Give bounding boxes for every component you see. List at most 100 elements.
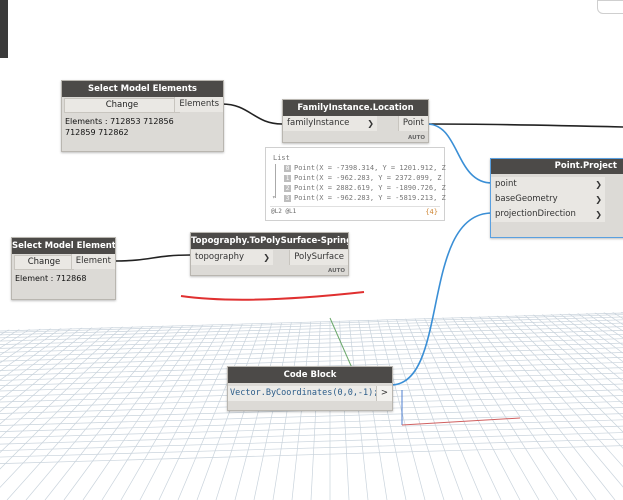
wire-codeblock-to-projection xyxy=(390,212,493,386)
grid-line xyxy=(0,314,623,333)
node-title: Select Model Element xyxy=(12,238,115,254)
grid-line xyxy=(0,312,151,500)
left-panel-tab[interactable] xyxy=(0,0,8,58)
change-button[interactable]: Change xyxy=(64,98,180,113)
grid-line xyxy=(410,312,502,500)
grid-line xyxy=(0,419,623,439)
grid-line xyxy=(527,312,623,500)
grid-line xyxy=(120,312,232,500)
grid-line xyxy=(419,312,521,500)
grid-line xyxy=(0,312,97,500)
grid-line xyxy=(0,312,160,500)
preview-count: {4} xyxy=(425,208,438,216)
chevron-right-icon: ❯ xyxy=(595,195,602,204)
grid-line xyxy=(0,312,106,500)
grid-line xyxy=(0,312,79,500)
point-output-port[interactable]: Point xyxy=(397,116,428,131)
wire-point-to-project xyxy=(426,123,493,184)
grid-line xyxy=(455,312,597,500)
grid-line xyxy=(0,342,623,362)
grid-line xyxy=(0,316,623,336)
annotation-red-stroke xyxy=(180,291,365,301)
chevron-right-icon: ❯ xyxy=(367,119,374,128)
grid-line xyxy=(0,312,142,500)
grid-line xyxy=(0,312,115,500)
selected-element-value: Element : 712868 xyxy=(15,274,87,283)
grid-line xyxy=(491,312,623,500)
grid-line xyxy=(536,312,623,500)
grid-line xyxy=(177,312,259,500)
preview-levels: @L2 @L1 xyxy=(271,208,297,215)
input-label: point xyxy=(495,179,517,189)
elements-output-port[interactable]: Elements xyxy=(174,97,223,112)
node-select-model-element[interactable]: Select Model Element Change Element Elem… xyxy=(11,237,116,300)
node-familyinstance-location[interactable]: FamilyInstance.Location familyInstance ❯… xyxy=(282,99,429,143)
node-topography-topolysurface[interactable]: Topography.ToPolySurface-SpringNodes top… xyxy=(190,232,349,276)
grid-line xyxy=(101,312,223,500)
grid-line xyxy=(0,432,623,451)
grid-line xyxy=(500,312,623,500)
grid-line xyxy=(545,312,623,500)
grid-line xyxy=(464,312,616,500)
grid-line xyxy=(0,352,623,371)
chevron-right-icon: ❯ xyxy=(595,210,602,219)
familyinstance-input-port[interactable]: familyInstance ❯ xyxy=(283,116,377,131)
node-title: Code Block xyxy=(228,367,392,383)
code-editor[interactable]: Vector.ByCoordinates(0,0,-1); xyxy=(230,388,379,398)
grid-line xyxy=(392,312,464,500)
preview-separator xyxy=(270,206,440,207)
projectiondirection-input-port[interactable]: projectionDirection ❯ xyxy=(491,207,605,222)
preview-list-header: List xyxy=(273,154,290,162)
change-button[interactable]: Change xyxy=(14,255,74,270)
grid-line xyxy=(158,312,250,500)
point-input-port[interactable]: point ❯ xyxy=(491,177,605,192)
grid-line xyxy=(0,312,133,500)
grid-line xyxy=(6,312,178,500)
polysurface-output-port[interactable]: PolySurface xyxy=(289,250,348,265)
grid-line xyxy=(563,312,623,500)
node-select-model-elements[interactable]: Select Model Elements Change Elements El… xyxy=(61,80,224,152)
grid-line xyxy=(482,312,623,500)
input-label: projectionDirection xyxy=(495,209,576,219)
grid-line xyxy=(437,312,559,500)
window-control[interactable] xyxy=(597,0,623,14)
node-point-project[interactable]: Point.Project point ❯ baseGeometry ❯ pro… xyxy=(490,158,623,238)
grid-line xyxy=(518,312,623,500)
grid-line xyxy=(0,425,623,445)
wire-point-to-right xyxy=(426,123,623,128)
grid-line xyxy=(0,413,623,432)
chevron-right-icon: ❯ xyxy=(595,180,602,189)
input-label: baseGeometry xyxy=(495,194,558,204)
grid-line xyxy=(572,312,623,500)
node-title: FamilyInstance.Location xyxy=(283,100,428,116)
wire-element-to-topography xyxy=(114,254,191,262)
grid-line xyxy=(374,312,426,500)
chevron-right-icon: ❯ xyxy=(263,253,270,262)
node-title: Topography.ToPolySurface-SpringNodes xyxy=(191,233,348,249)
grid-line xyxy=(139,312,241,500)
grid-line xyxy=(25,312,187,500)
grid-line xyxy=(401,312,483,500)
selected-elements-value: Elements : 712853 712856 712859 712862 xyxy=(65,117,174,137)
basegeometry-input-port[interactable]: baseGeometry ❯ xyxy=(491,192,605,207)
node-code-block[interactable]: Code Block Vector.ByCoordinates(0,0,-1);… xyxy=(227,366,393,411)
grid-line xyxy=(383,312,445,500)
element-output-port[interactable]: Element xyxy=(70,254,115,269)
grid-line xyxy=(0,312,70,500)
grid-line xyxy=(554,312,623,500)
grid-line xyxy=(63,312,205,500)
grid-line xyxy=(0,445,623,464)
topography-input-port[interactable]: topography ❯ xyxy=(191,250,273,265)
code-output-port[interactable]: > xyxy=(375,386,392,401)
grid-line xyxy=(0,319,623,339)
lacing-label: AUTO xyxy=(328,268,345,274)
node-title: Point.Project xyxy=(491,159,623,174)
grid-line xyxy=(0,312,124,500)
grid-line xyxy=(473,312,623,500)
grid-line xyxy=(0,312,25,500)
grid-line xyxy=(0,407,623,426)
